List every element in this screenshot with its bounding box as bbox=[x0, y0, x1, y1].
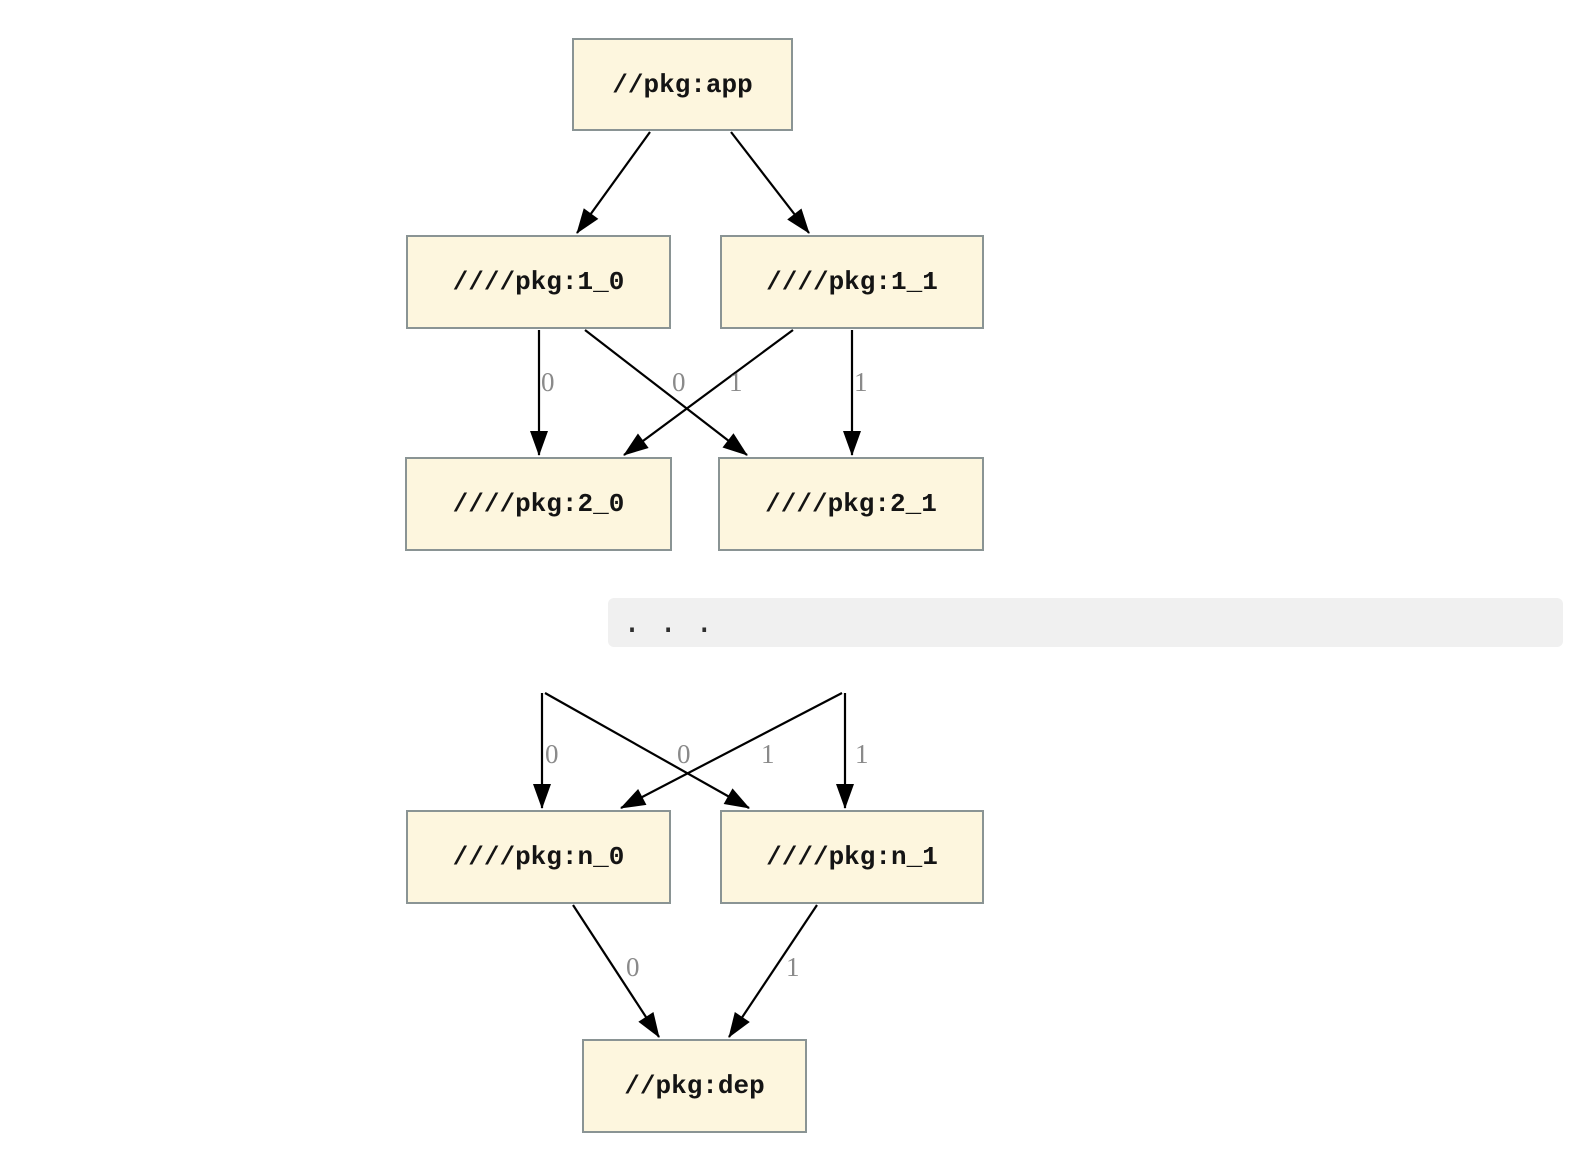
node-label: ////pkg:2_1 bbox=[765, 489, 937, 519]
edge-app-to-1_0 bbox=[576, 131, 651, 234]
edge-n_1-to-dep bbox=[728, 904, 818, 1038]
node-label: ////pkg:2_0 bbox=[452, 489, 625, 519]
graph-node-2_1: ////pkg:2_1 bbox=[718, 457, 984, 551]
node-label: ////pkg:n_1 bbox=[766, 842, 938, 872]
graph-node-app: //pkg:app bbox=[572, 38, 793, 131]
edge-label-1_1-2_1: 1 bbox=[854, 367, 868, 397]
edge-label-1_0-2_1: 1 bbox=[729, 367, 743, 397]
node-label: ////pkg:n_0 bbox=[452, 842, 625, 872]
graph-node-2_0: ////pkg:2_0 bbox=[405, 457, 672, 551]
edge-label-break-n_0-straight: 0 bbox=[545, 739, 559, 769]
graph-node-dep: //pkg:dep bbox=[582, 1039, 807, 1133]
edge-label-break-n_0-cross: 0 bbox=[677, 739, 691, 769]
edge-label-break-n_1-cross: 1 bbox=[761, 739, 775, 769]
node-label: //pkg:dep bbox=[624, 1071, 765, 1101]
edge-break-to-n_1-cross bbox=[544, 692, 750, 809]
node-label: ////pkg:1_1 bbox=[766, 267, 938, 297]
edge-label-1_0-2_0: 0 bbox=[541, 367, 555, 397]
ellipsis-code-band: . . . bbox=[608, 598, 1563, 647]
edge-label-break-n_1-straight: 1 bbox=[855, 739, 869, 769]
edge-label-n_1-dep: 1 bbox=[786, 952, 800, 982]
edge-label-1_1-2_0: 0 bbox=[672, 367, 686, 397]
graph-node-n_0: ////pkg:n_0 bbox=[406, 810, 671, 904]
edge-label-n_0-dep: 0 bbox=[626, 952, 640, 982]
graph-node-1_1: ////pkg:1_1 bbox=[720, 235, 984, 329]
ellipsis-text: . . . bbox=[623, 605, 714, 640]
edge-1_1-to-2_0 bbox=[623, 329, 794, 456]
graph-node-1_0: ////pkg:1_0 bbox=[406, 235, 671, 329]
edge-app-to-1_1 bbox=[730, 131, 810, 234]
edge-break-to-n_0-cross bbox=[620, 692, 843, 809]
edge-1_0-to-2_1 bbox=[584, 329, 748, 456]
node-label: //pkg:app bbox=[612, 69, 753, 100]
node-label: ////pkg:1_0 bbox=[452, 267, 625, 297]
edge-n_0-to-dep bbox=[572, 904, 660, 1038]
graph-node-n_1: ////pkg:n_1 bbox=[720, 810, 984, 904]
